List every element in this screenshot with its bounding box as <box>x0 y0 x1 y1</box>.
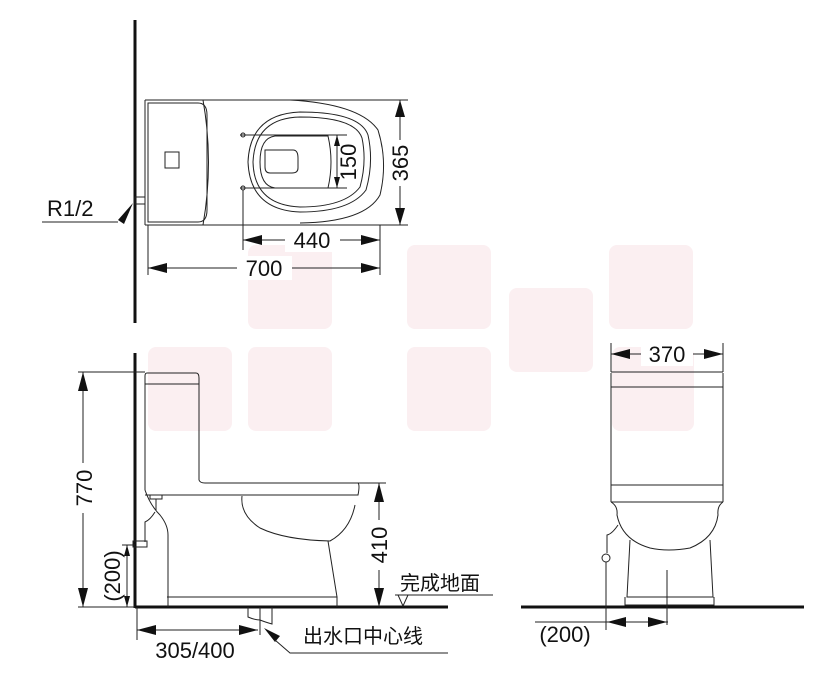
tank-outline <box>147 102 208 223</box>
side-view: 770 (200) 410 完成地面 305/400 出水口中心线 <box>72 353 493 663</box>
front-view: 370 (200) <box>521 340 804 647</box>
finished-floor-label: 完成地面 <box>400 571 480 595</box>
height-label: 770 <box>72 470 97 507</box>
pipe-size-label: R1/2 <box>47 196 93 221</box>
total-length-label: 700 <box>246 256 283 281</box>
flush-button <box>164 151 180 169</box>
supply-valve <box>134 196 146 205</box>
seat-height-label: 410 <box>367 527 392 564</box>
seat-hole-label: 150 <box>336 144 361 181</box>
width-label: 370 <box>649 342 686 367</box>
top-view: 365 150 440 700 R1/2 <box>42 20 413 323</box>
outlet-centerline-label: 出水口中心线 <box>303 624 423 648</box>
seat-outline <box>247 111 372 213</box>
depth-label: 365 <box>388 145 413 182</box>
supply-offset-label: (200) <box>539 622 590 647</box>
rough-in-label: 305/400 <box>155 638 235 663</box>
bowl-length-label: 440 <box>294 228 331 253</box>
supply-height-label: (200) <box>100 550 125 601</box>
body-outline <box>144 99 408 226</box>
watermark <box>148 245 694 431</box>
